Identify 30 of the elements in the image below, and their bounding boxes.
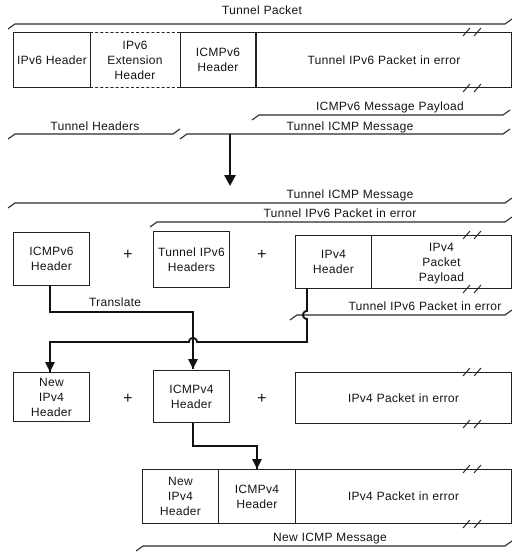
packet-field-box: ICMPv6 Header	[13, 232, 90, 286]
dimension-label: Tunnel ICMP Message	[286, 120, 414, 132]
arrow	[49, 286, 198, 369]
plus-sign: +	[257, 391, 267, 407]
plus-sign: +	[123, 391, 133, 407]
plus-sign: +	[123, 247, 133, 263]
packet-field-box: IPv6 Header	[13, 32, 91, 88]
arrow	[192, 423, 262, 469]
packet-field-box: New IPv4 Header	[13, 372, 90, 422]
packet-field-box: ICMPv4 Header	[153, 370, 230, 423]
packet-field-box: Tunnel IPv6 Headers	[153, 231, 230, 288]
dimension-label: Tunnel Headers	[50, 120, 140, 132]
dimension-label: Tunnel IPv6 Packet in error	[263, 207, 417, 219]
packet-field-box: IPv4 Packet in error	[295, 372, 512, 424]
plus-sign: +	[257, 247, 267, 263]
arrow	[45, 289, 308, 372]
dimension-label: Tunnel Packet	[222, 4, 302, 16]
packet-field-box: ICMPv6 Header	[180, 32, 256, 88]
packet-field-box: IPv6 Extension Header	[90, 32, 180, 88]
dimension-label: Tunnel ICMP Message	[286, 188, 414, 200]
packet-field-box: IPv4 Packet in error	[295, 469, 512, 524]
packet-field-box: IPv4 Header	[295, 235, 372, 289]
packet-field-box: IPv4 Packet Payload	[371, 235, 512, 289]
packet-field-box: New IPv4 Header	[142, 469, 219, 524]
dimension-label: Tunnel IPv6 Packet in error	[348, 300, 502, 312]
dimension-label: ICMPv6 Message Payload	[316, 100, 464, 112]
edge-label: Translate	[87, 296, 144, 308]
dimension-label: New ICMP Message	[273, 531, 387, 543]
packet-field-box: ICMPv4 Header	[218, 469, 296, 524]
packet-field-box: Tunnel IPv6 Packet in error	[256, 32, 512, 88]
